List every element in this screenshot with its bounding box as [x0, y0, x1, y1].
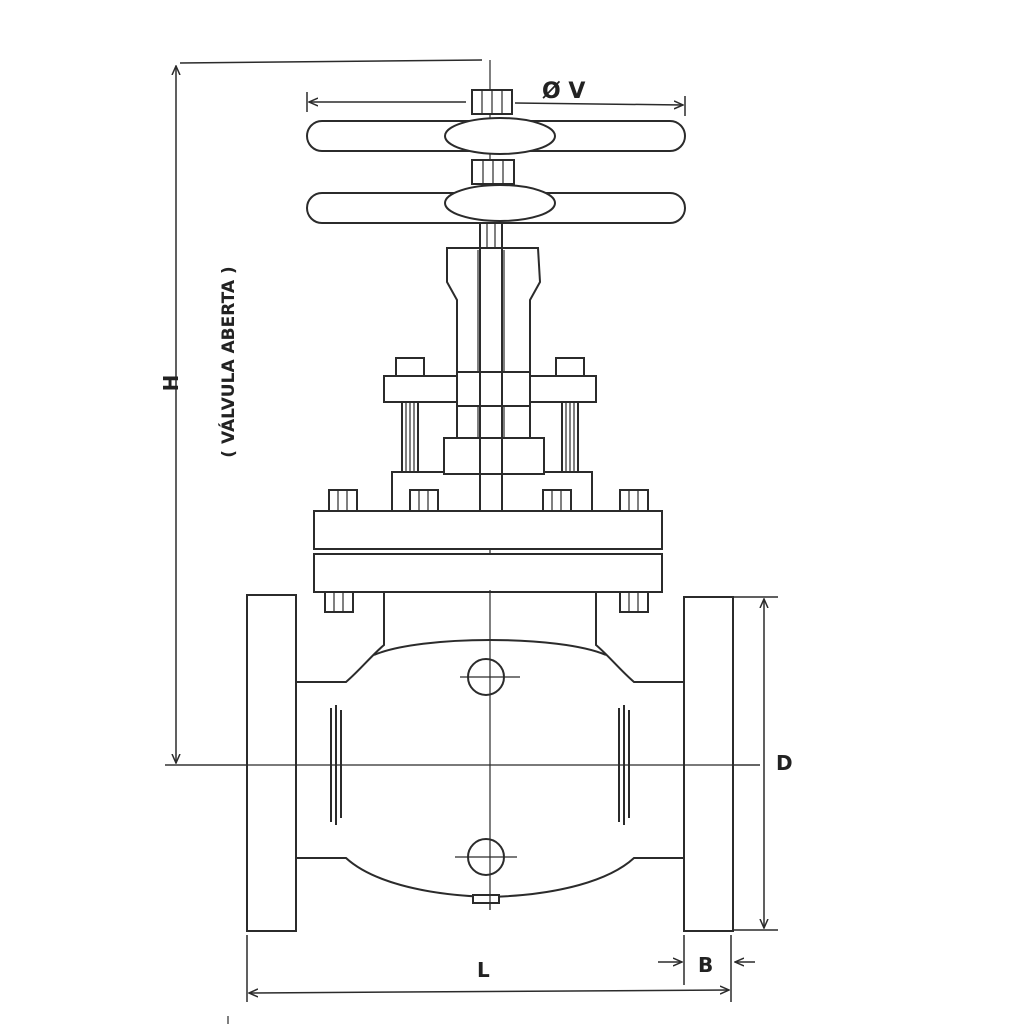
label-height: H: [159, 375, 183, 392]
bonnet-flange-lower: [313, 553, 663, 593]
label-handwheel-diameter: Ø V: [542, 79, 585, 104]
label-flange-thickness: B: [698, 953, 713, 977]
label-height-note: ( VÁLVULA ABERTA ): [217, 266, 239, 457]
label-flange-diameter: D: [776, 751, 793, 775]
label-length: L: [477, 958, 490, 982]
dimension-height: [176, 59, 483, 763]
handwheel-upper-hub: [444, 117, 556, 155]
end-flange-left: [246, 594, 297, 932]
gland-stud-left: [395, 357, 425, 475]
dimension-handwheel-diameter: [306, 92, 686, 116]
bonnet-flange-upper: [313, 510, 663, 550]
dimension-flange-thickness: [658, 935, 755, 985]
end-flange-right: [683, 596, 734, 932]
handwheel-lower-hub: [444, 184, 556, 222]
dimension-flange-diameter: [733, 596, 778, 931]
gland-flange: [383, 371, 597, 407]
dimension-length: [246, 935, 732, 1002]
handwheel: [306, 89, 686, 224]
gland-stud-right: [555, 357, 585, 475]
